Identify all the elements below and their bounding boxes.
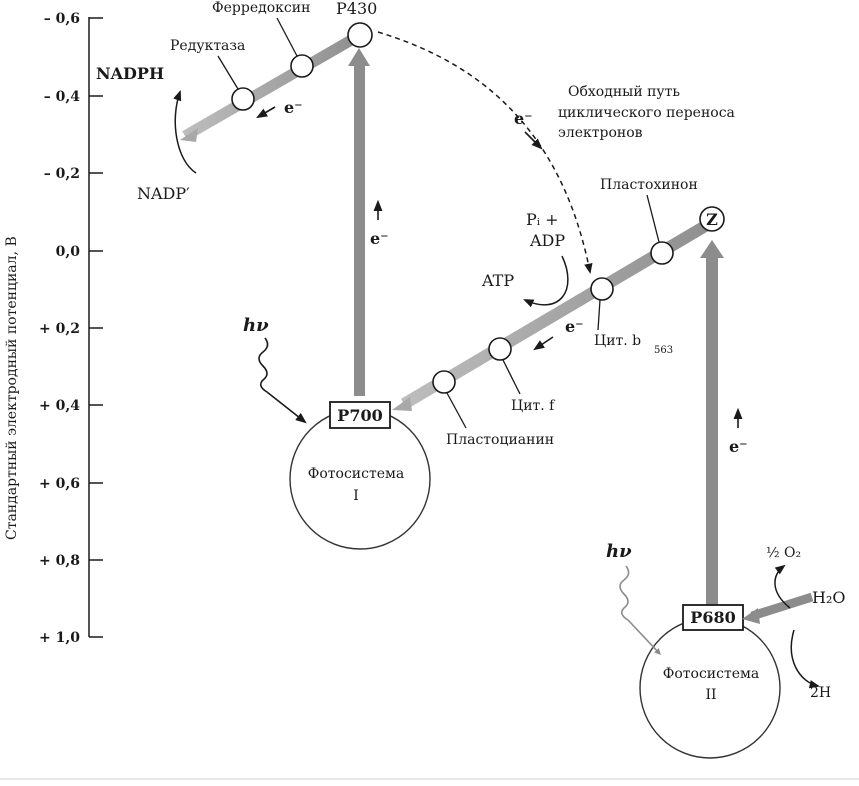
ps2-name: Фотосистема — [663, 666, 760, 682]
leader-line — [276, 17, 298, 57]
electron-arrow — [524, 131, 543, 150]
adp-label: ADP — [529, 231, 565, 250]
axis-title: Стандартный электродный потенциал, В — [4, 236, 20, 540]
carriers: Z — [231, 22, 725, 394]
ferredoxin-chain — [180, 30, 363, 142]
cyclic-pathway: Обходный путь циклического переноса элек… — [377, 31, 735, 275]
photon-wave-icon — [258, 337, 307, 424]
cyt-b-label: Цит. b — [594, 333, 641, 349]
ps1-excitation — [348, 48, 370, 396]
h2o-label: H₂O — [812, 588, 845, 607]
hv-label: hν — [606, 541, 632, 562]
electron-label: e⁻ — [284, 98, 303, 117]
cyt-b-carrier — [590, 277, 614, 301]
cyt-f-label: Цит. f — [511, 398, 556, 414]
atp-label: ATP — [481, 271, 514, 290]
plastoquinone-label: Пластохинон — [600, 177, 698, 193]
cyclic-label-line1: Обходный путь — [568, 84, 680, 100]
photosystem-1: P700 Фотосистема I — [289, 401, 431, 550]
plastocyanin-carrier — [432, 370, 456, 394]
pi-label: Pᵢ + — [526, 210, 558, 229]
water-electron-band — [750, 592, 814, 621]
potential-axis: – 0,6 – 0,4 – 0,2 0,0 + 0,2 + 0,4 + 0,6 … — [4, 11, 103, 646]
adp-to-atp-arrow — [523, 255, 569, 308]
ps1-excitation-arrowhead — [348, 48, 370, 66]
tick-label: + 0,2 — [39, 321, 80, 337]
ps1-numeral: I — [353, 488, 359, 504]
ferredoxin-label: Ферредоксин — [212, 0, 310, 16]
water-splitting: H₂O ½ O₂ 2H — [742, 545, 845, 701]
cyt-b-subscript: 563 — [654, 345, 673, 356]
cyt-f-carrier — [488, 337, 512, 361]
photon-wave-icon — [619, 565, 661, 655]
leader-line — [446, 392, 467, 429]
tick-label: – 0,4 — [44, 89, 80, 105]
o2-label: ½ O₂ — [766, 545, 801, 561]
photosystem-2: P680 Фотосистема II — [639, 604, 781, 759]
p430-label: P430 — [336, 0, 377, 18]
tick-label: + 1,0 — [39, 630, 80, 646]
leader-line — [502, 359, 521, 395]
carrier-labels: P430 Ферредоксин Редуктаза Пластохинон Ц… — [170, 0, 698, 448]
water-electron-arrowhead — [742, 608, 760, 624]
reductase-carrier — [231, 87, 255, 111]
h-release-arrow — [790, 629, 821, 689]
plastocyanin-label: Пластоцианин — [446, 432, 554, 448]
nadph-formation: NADPH NADP′ — [96, 64, 197, 203]
electron-arrow — [533, 336, 554, 351]
cyclic-label-line2: циклического переноса — [558, 105, 735, 121]
electron-label: e⁻ — [370, 229, 389, 248]
ps2-excitation — [700, 240, 724, 610]
nadph-label: NADPH — [96, 64, 164, 83]
o2-release-arrow — [774, 564, 791, 609]
electron-label: e⁻ — [514, 109, 533, 128]
atp-synthesis: Pᵢ + ADP ATP — [481, 210, 569, 308]
p700-box — [329, 401, 391, 429]
electron-label: e⁻ — [565, 317, 584, 336]
electron-markers: e⁻ e⁻ e⁻ e⁻ e⁻ — [256, 98, 748, 456]
p430-carrier — [347, 22, 373, 48]
tick-label: + 0,6 — [39, 476, 80, 492]
p700-label: P700 — [337, 406, 382, 425]
z-carrier — [699, 206, 725, 232]
ps1-name: Фотосистема — [308, 466, 405, 482]
p680-box — [682, 604, 744, 631]
ps2-excitation-arrowhead — [700, 240, 724, 258]
light-ps2: hν — [606, 541, 661, 655]
flow-arrowhead — [392, 397, 412, 411]
2h-label: 2H — [810, 685, 831, 701]
nadp-to-nadph-arrow — [173, 90, 197, 174]
electron-label: e⁻ — [729, 437, 748, 456]
ps2-excitation-bar — [706, 254, 718, 610]
flow-arrowhead — [180, 128, 198, 142]
leader-line — [646, 194, 660, 243]
tick-label: + 0,4 — [39, 398, 80, 414]
electron-flow-band — [182, 30, 363, 141]
ferredoxin-carrier — [290, 54, 314, 78]
plastoquinone-carrier — [650, 241, 674, 265]
cyclic-dashed-arrow — [377, 31, 593, 275]
ps2-numeral: II — [705, 687, 716, 703]
leader-line — [597, 299, 601, 331]
ps1-excitation-bar — [354, 62, 365, 396]
leader-line — [217, 55, 239, 90]
nadp-label: NADP′ — [137, 184, 190, 203]
reductase-label: Редуктаза — [170, 38, 245, 54]
tick-label: 0,0 — [56, 244, 81, 260]
tick-label: + 0,8 — [39, 553, 80, 569]
p680-label: P680 — [690, 608, 735, 627]
cyclic-label-line3: электронов — [558, 125, 643, 141]
electron-arrow — [256, 106, 276, 119]
tick-label: – 0,6 — [44, 11, 80, 27]
light-ps1: hν — [243, 315, 307, 424]
z-label: Z — [706, 210, 718, 229]
hv-label: hν — [243, 315, 269, 336]
tick-label: – 0,2 — [44, 166, 80, 182]
